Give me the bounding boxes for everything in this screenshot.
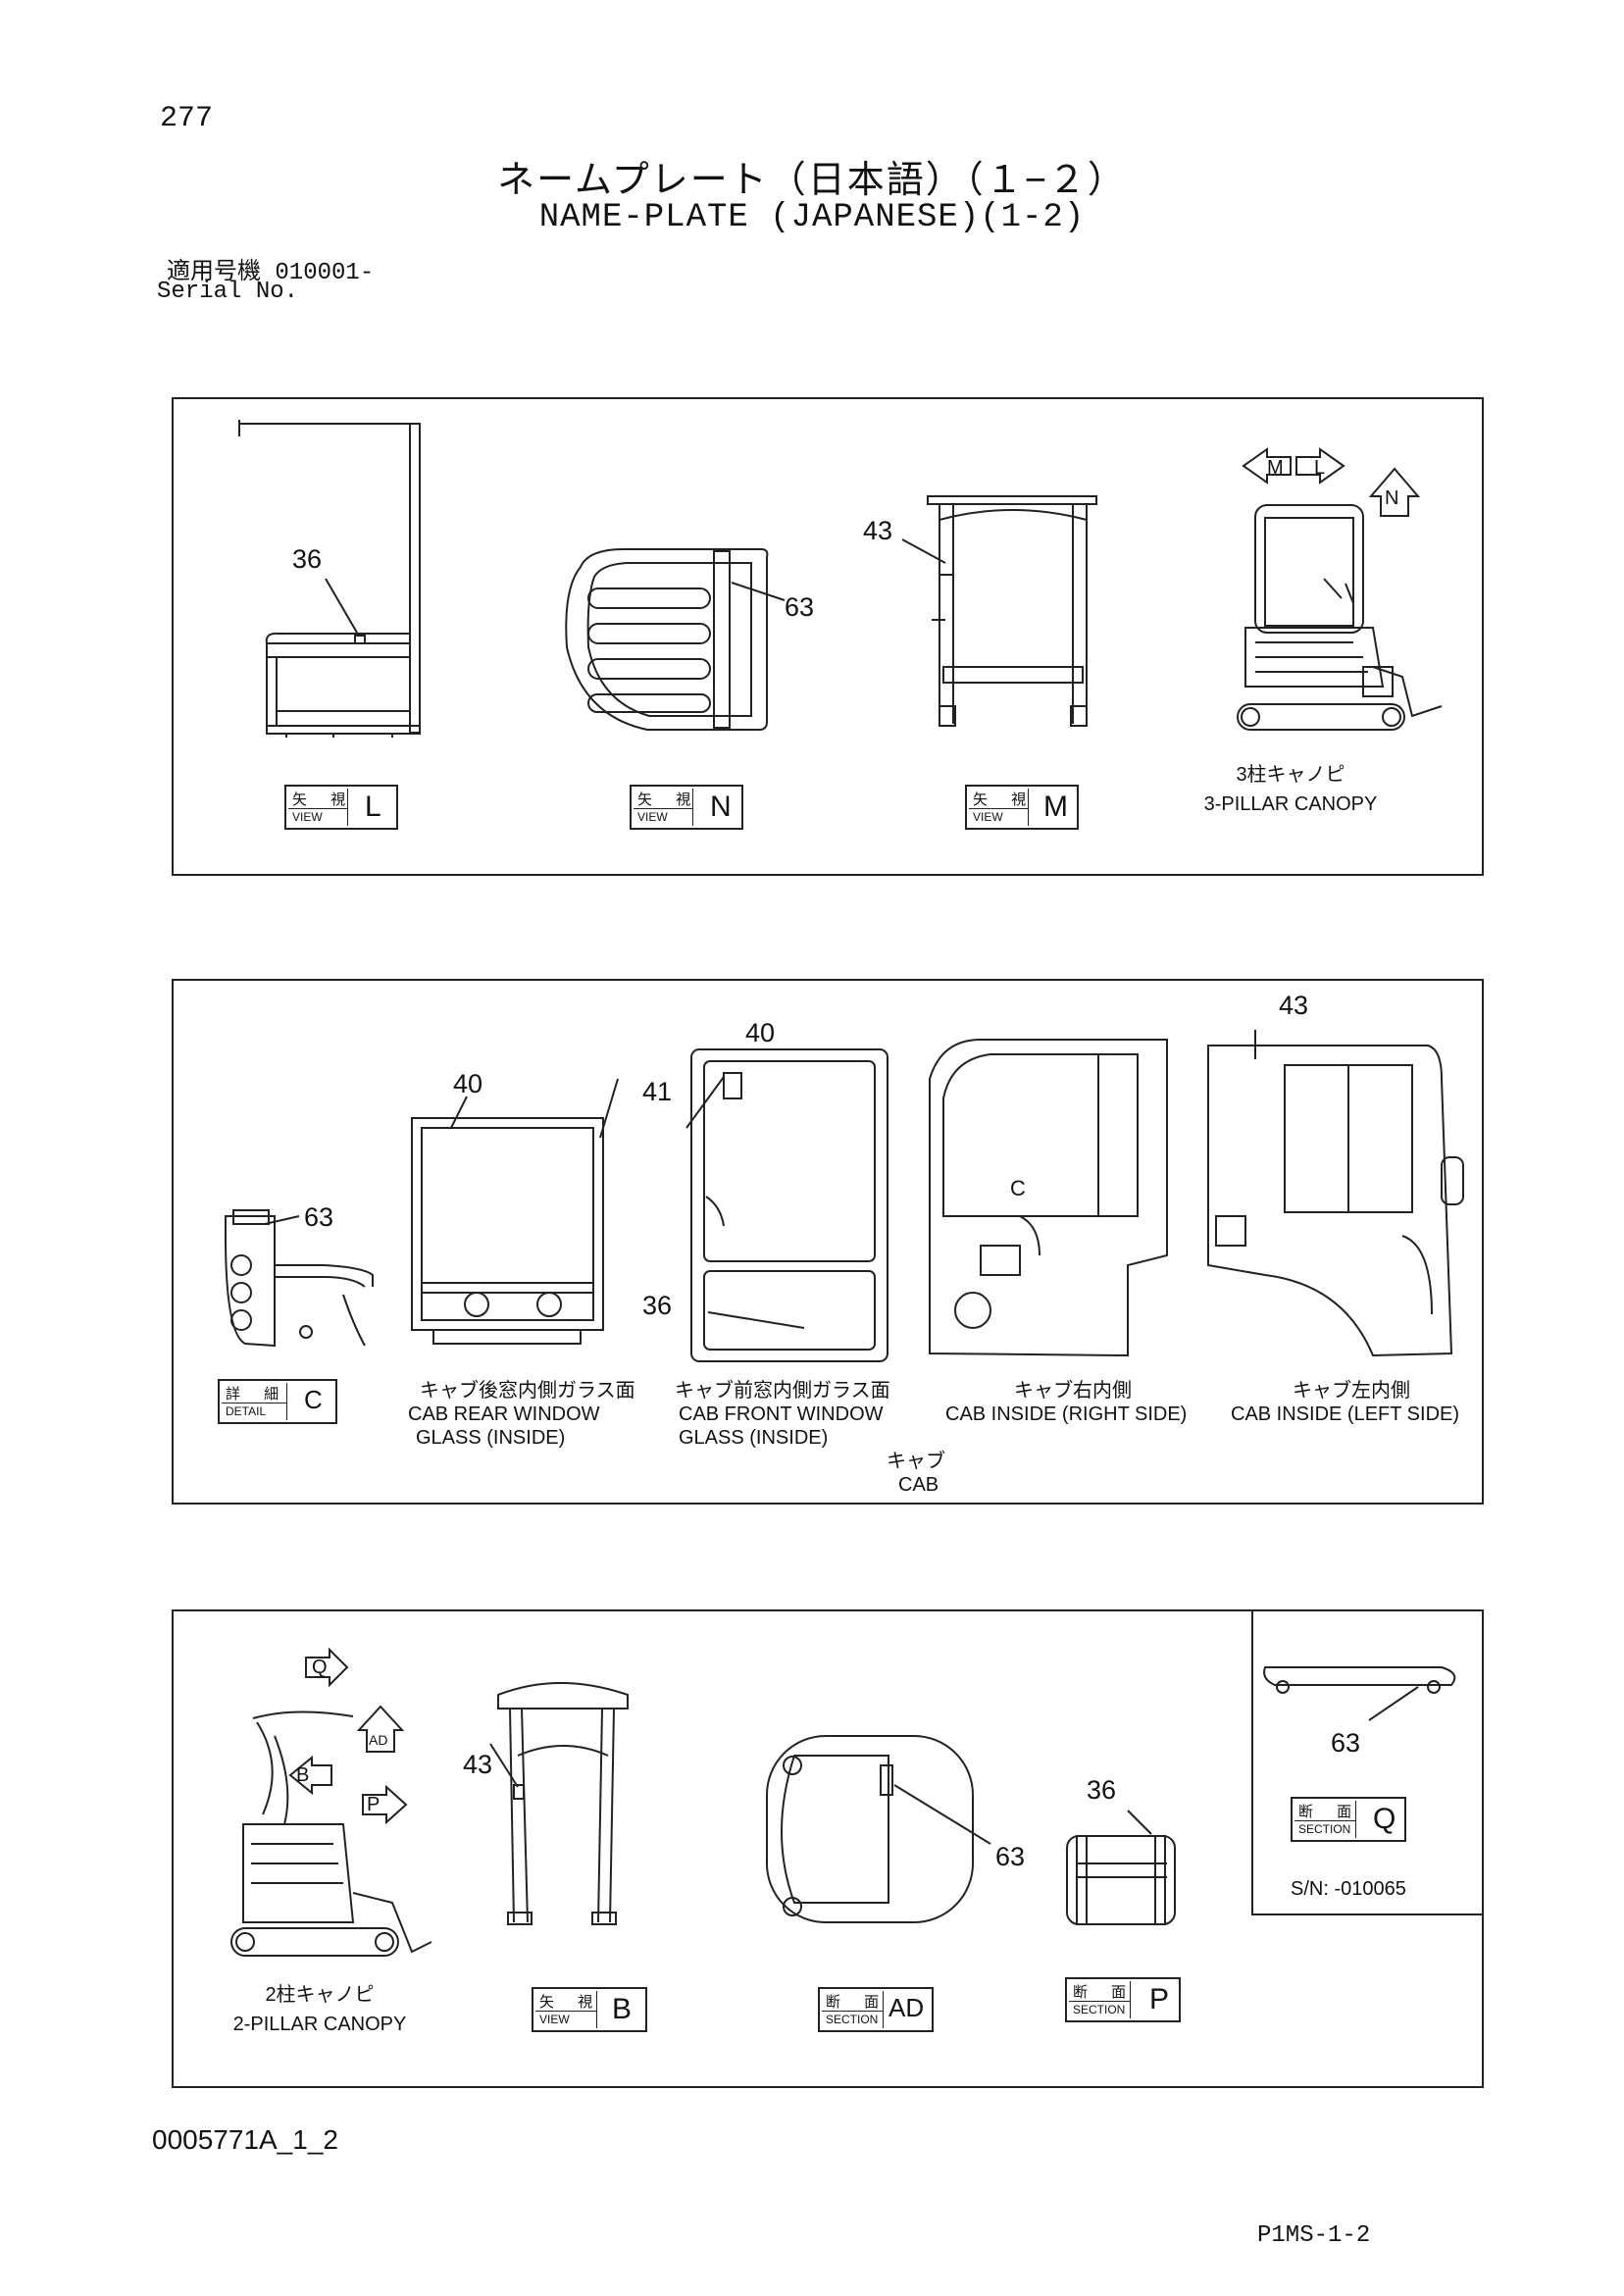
- view-b-en: VIEW: [539, 2013, 570, 2026]
- callout-36-panel3: 36: [1087, 1775, 1117, 1805]
- page-title-jp: ネームプレート（日本語）（１−２）: [497, 160, 1127, 201]
- excavator-3-pillar-drawing: [1237, 504, 1443, 731]
- arrow-label-b: B: [296, 1764, 310, 1786]
- section-p-jp: 断 面: [1073, 1984, 1137, 2001]
- section-ad-drawing: [766, 1735, 991, 1923]
- callout-40-front: 40: [745, 1018, 776, 1047]
- arrow-label-l: L: [1314, 457, 1326, 479]
- view-n-drawing: [565, 548, 786, 731]
- view-b-label-box: 矢 視 VIEW B: [532, 1987, 647, 2032]
- arrow-label-m: M: [1267, 457, 1284, 479]
- callout-43-panel1: 43: [863, 516, 893, 545]
- serial-number-note: S/N: -010065: [1291, 1878, 1406, 1900]
- cab-inside-left-en: CAB INSIDE (LEFT SIDE): [1231, 1403, 1460, 1425]
- page-code: P1MS-1-2: [1257, 2222, 1371, 2249]
- view-l-letter: L: [365, 791, 381, 823]
- panel-2-pillar-canopy: [172, 1609, 1484, 2088]
- arrow-label-ad: AD: [369, 1732, 388, 1748]
- cab-inside-right-drawing: [929, 1039, 1168, 1357]
- cab-label-en: CAB: [898, 1474, 939, 1496]
- cab-rear-window-en-1: CAB REAR WINDOW: [408, 1403, 600, 1425]
- cab-inside-left-jp: キャブ左内側: [1293, 1380, 1410, 1402]
- view-m-drawing: [901, 495, 1097, 727]
- detail-c-jp: 詳 細: [226, 1386, 289, 1403]
- view-m-label-box: 矢 視 VIEW M: [965, 785, 1079, 830]
- panel-divider-section-q: [1251, 1609, 1253, 1915]
- cab-front-window-jp: キャブ前窓内側ガラス面: [675, 1380, 890, 1402]
- cab-inside-right-en: CAB INSIDE (RIGHT SIDE): [945, 1403, 1188, 1425]
- page-title-en: NAME-PLATE (JAPANESE)(1-2): [538, 199, 1086, 236]
- detail-c-label-box: 詳 細 DETAIL C: [218, 1379, 337, 1424]
- excavator-2-pillar-drawing: [230, 1710, 432, 1957]
- cab-rear-window-en-2: GLASS (INSIDE): [416, 1427, 566, 1449]
- section-q-letter: Q: [1373, 1803, 1396, 1835]
- section-p-drawing: [1066, 1810, 1176, 1925]
- callout-36-panel1: 36: [292, 544, 323, 574]
- view-l-label-box: 矢 視 VIEW L: [284, 785, 398, 830]
- cab-rear-window-jp: キャブ後窓内側ガラス面: [420, 1380, 635, 1402]
- serial-label-en: Serial No.: [157, 279, 299, 305]
- cab-inside-right-jp: キャブ右内側: [1014, 1380, 1132, 1402]
- cab-rear-window-drawing: [411, 1078, 619, 1345]
- section-p-letter: P: [1149, 1983, 1170, 2015]
- cab-label-jp: キャブ: [887, 1451, 945, 1472]
- cab-inside-left-drawing: [1207, 1030, 1464, 1357]
- canopy-2-pillar-jp: 2柱キャノピ: [265, 1984, 375, 2006]
- callout-63-section-ad: 63: [995, 1842, 1026, 1871]
- callout-c: C: [1010, 1176, 1026, 1200]
- serial-range-jp: 適用号機 010001-: [167, 260, 375, 286]
- view-n-letter: N: [710, 791, 732, 823]
- section-q-label-box: 断 面 SECTION Q: [1291, 1797, 1406, 1842]
- callout-63-panel2: 63: [304, 1202, 334, 1232]
- view-m-letter: M: [1043, 791, 1068, 823]
- view-b-letter: B: [612, 1993, 633, 2025]
- cab-front-window-en-2: GLASS (INSIDE): [679, 1427, 829, 1449]
- section-q-en: SECTION: [1298, 1822, 1351, 1836]
- view-n-jp: 矢 視: [637, 791, 701, 808]
- section-p-label-box: 断 面 SECTION P: [1065, 1977, 1181, 2022]
- canopy-3-pillar-jp: 3柱キャノピ: [1236, 764, 1345, 786]
- arrow-label-n: N: [1385, 487, 1399, 509]
- callout-36-panel2: 36: [642, 1291, 673, 1320]
- callout-40-rear: 40: [453, 1069, 483, 1098]
- panel-cab: [172, 979, 1484, 1505]
- page-number: 277: [160, 102, 214, 135]
- callout-43-panel3: 43: [463, 1750, 493, 1779]
- arrow-label-q: Q: [312, 1657, 328, 1678]
- section-q-drawing: [1263, 1666, 1456, 1721]
- view-l-drawing: [238, 420, 421, 738]
- view-n-en: VIEW: [637, 810, 668, 824]
- drawing-id: 0005771A_1_2: [152, 2124, 338, 2155]
- section-q-jp: 断 面: [1298, 1804, 1362, 1820]
- view-b-jp: 矢 視: [539, 1994, 603, 2011]
- callout-43-panel2: 43: [1279, 991, 1309, 1020]
- detail-c-en: DETAIL: [226, 1404, 267, 1418]
- section-ad-letter: AD: [888, 1993, 925, 2022]
- view-l-en: VIEW: [292, 810, 323, 824]
- panel-divider-section-q-bottom: [1251, 1913, 1484, 1915]
- callout-41: 41: [642, 1077, 673, 1106]
- view-m-en: VIEW: [973, 810, 1003, 824]
- section-ad-en: SECTION: [826, 2013, 879, 2026]
- canopy-2-pillar-en: 2-PILLAR CANOPY: [232, 2014, 407, 2035]
- detail-c-letter: C: [304, 1385, 323, 1414]
- section-ad-jp: 断 面: [826, 1994, 889, 2011]
- canopy-3-pillar-en: 3-PILLAR CANOPY: [1203, 793, 1378, 815]
- view-n-label-box: 矢 視 VIEW N: [630, 785, 743, 830]
- cab-front-window-drawing: [685, 1048, 888, 1362]
- direction-arrows-panel3: [288, 1647, 408, 1825]
- callout-63-panel1: 63: [785, 592, 815, 622]
- callout-63-section-q: 63: [1331, 1728, 1361, 1758]
- direction-arrows-panel1: [1242, 447, 1421, 517]
- section-p-en: SECTION: [1073, 2003, 1126, 2016]
- detail-c-drawing: [225, 1209, 374, 1348]
- view-m-jp: 矢 視: [973, 791, 1037, 808]
- panel-3-pillar-canopy: [172, 397, 1484, 876]
- view-b-drawing: [489, 1682, 629, 1925]
- section-ad-label-box: 断 面 SECTION AD: [818, 1987, 934, 2032]
- cab-front-window-en-1: CAB FRONT WINDOW: [679, 1403, 884, 1425]
- view-l-jp: 矢 視: [292, 791, 356, 808]
- arrow-label-p: P: [367, 1794, 381, 1815]
